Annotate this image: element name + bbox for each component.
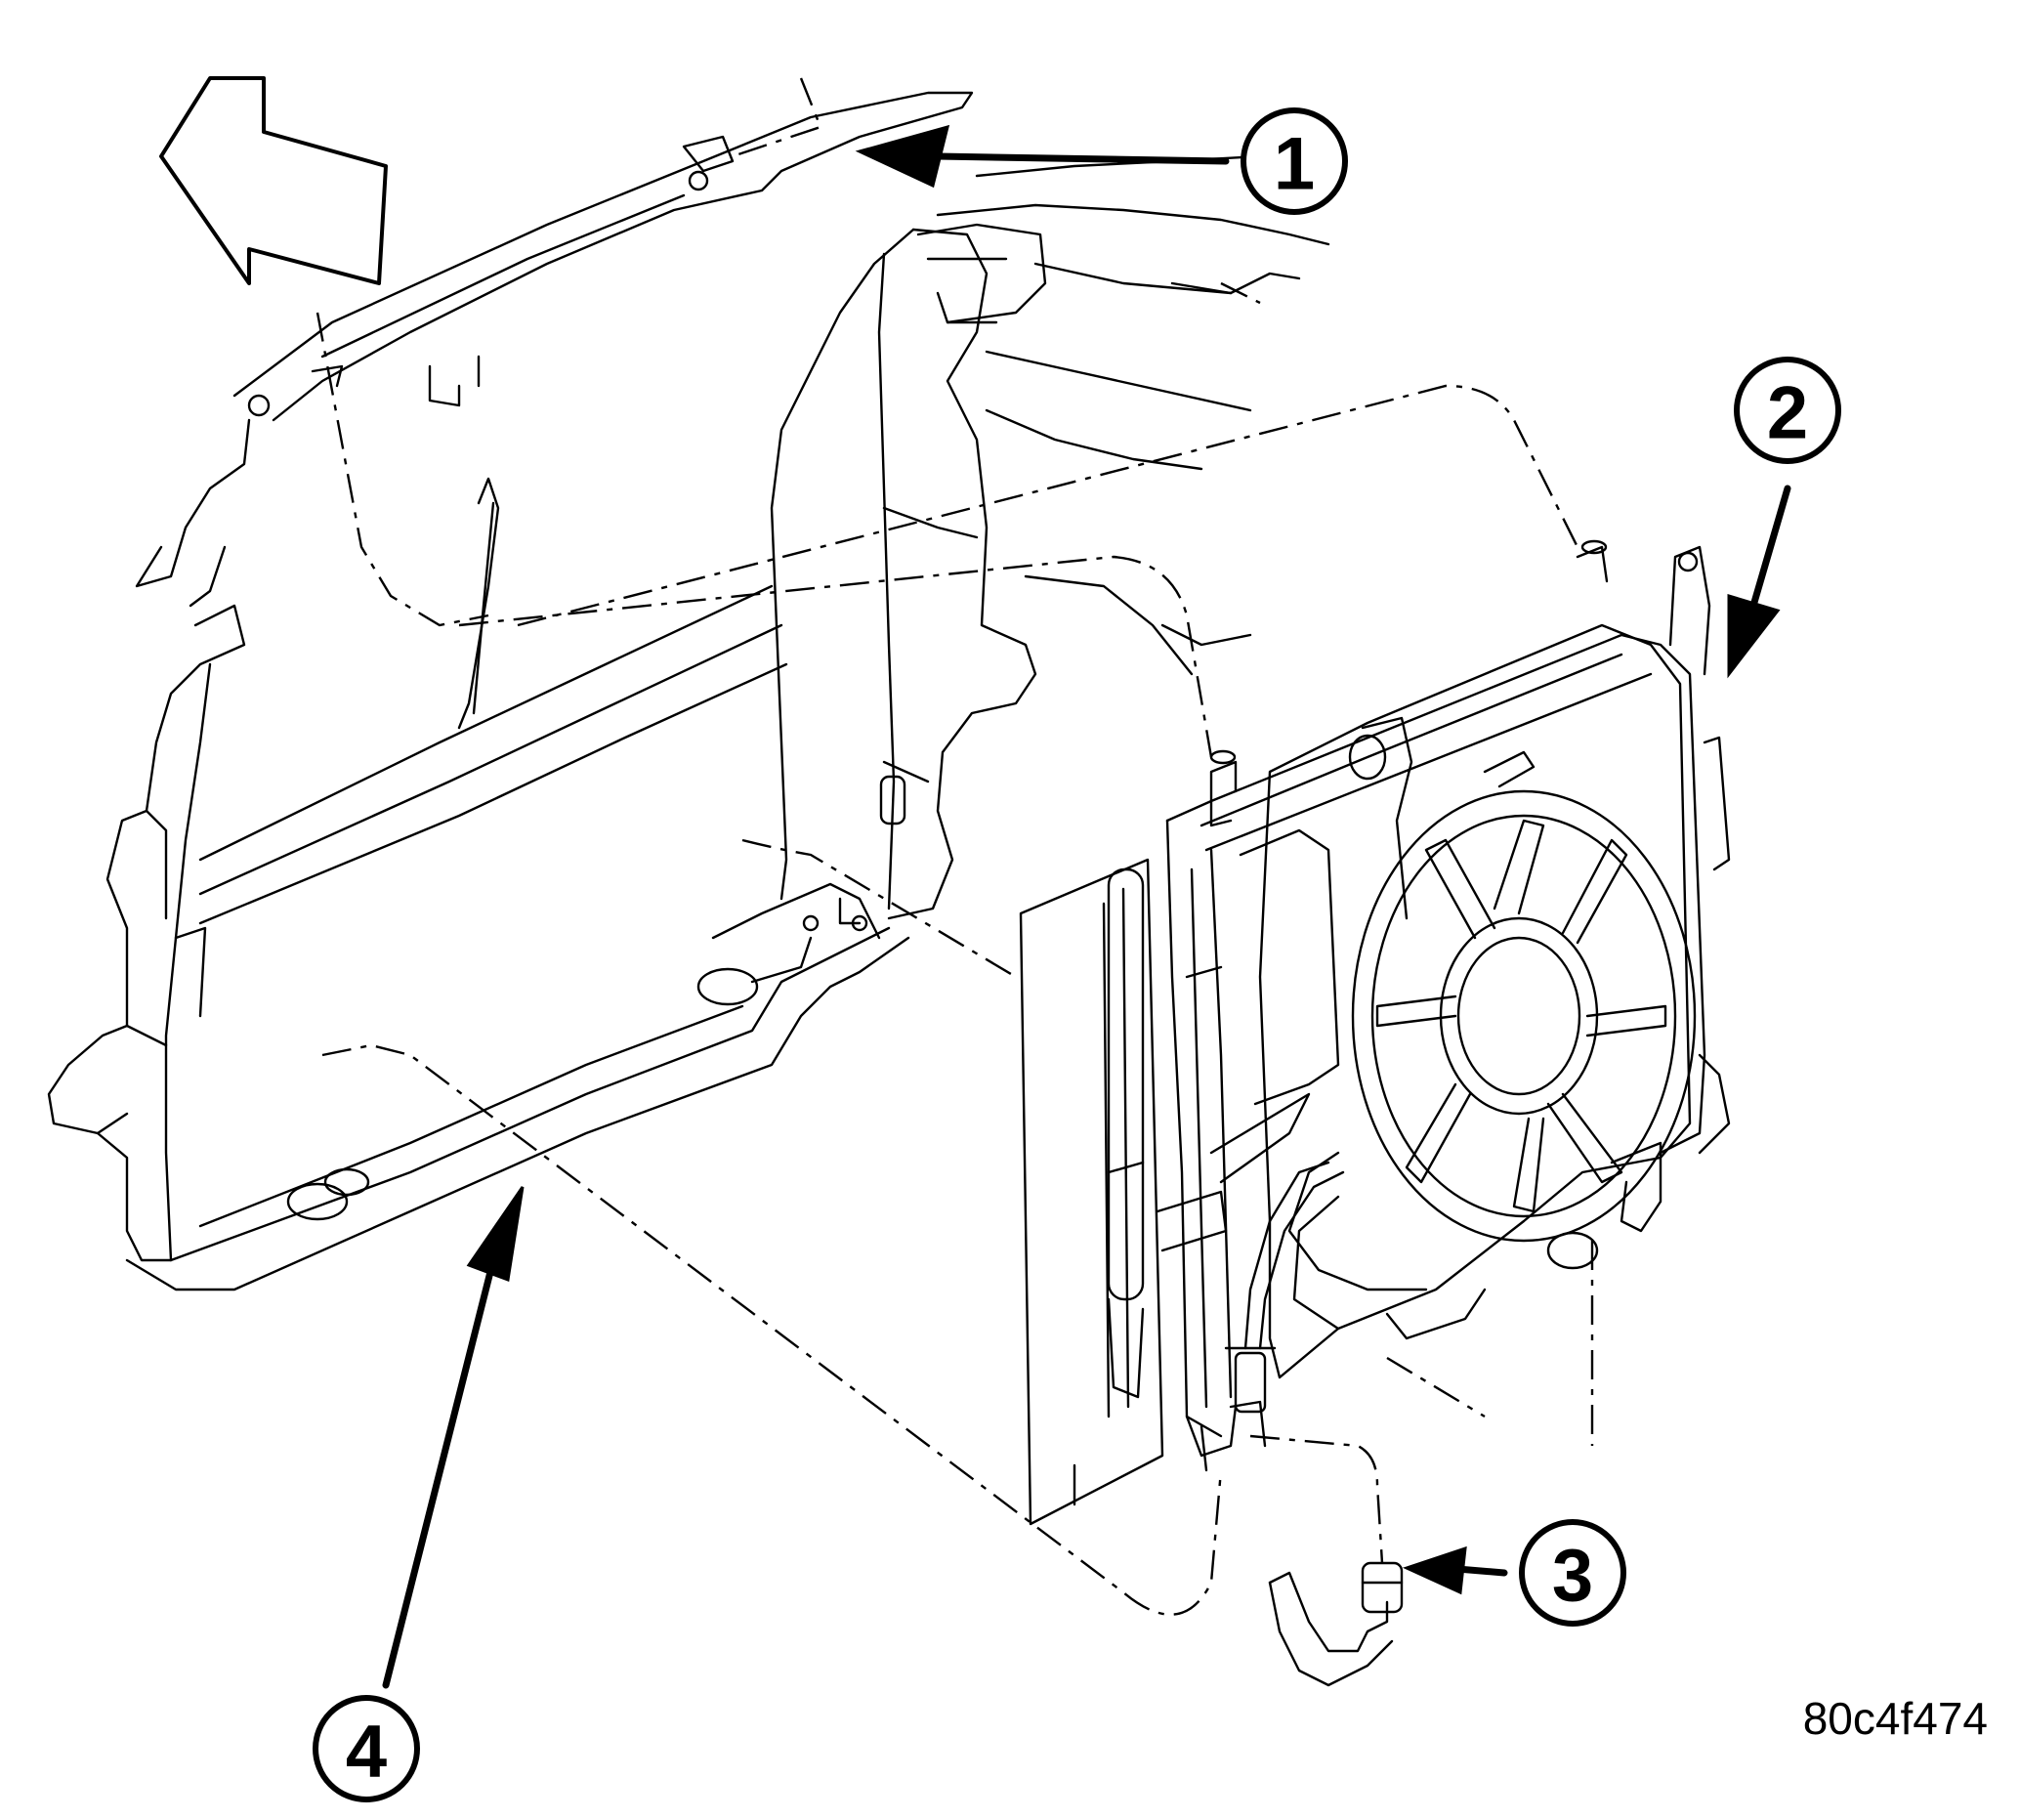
left-side-support [47,604,246,1262]
right-side-support [770,223,1047,920]
callout-1-label: 1 [1274,123,1315,206]
arrowhead-4-icon [466,1186,525,1283]
alignment-leader-lines [316,77,1594,1616]
callout-4-label: 4 [346,1711,387,1794]
middle-crossbar [198,477,788,925]
fan-wiring-harness [1224,1161,1345,1414]
arrowhead-1-icon [855,124,950,189]
upper-radiator-support [135,91,974,608]
callout-1: 1 [1241,107,1348,215]
callout-3-label: 3 [1552,1535,1593,1618]
cooling-fan-module [1258,623,1697,1379]
radiator [1156,539,1731,1472]
forward-direction-arrow-icon [159,76,388,285]
figure-code: 80c4f474 [1803,1693,1988,1744]
callout-2-label: 2 [1767,372,1808,455]
pointer-arrows [382,124,1791,1689]
callout-2: 2 [1734,357,1841,464]
arrowhead-3-icon [1402,1545,1467,1595]
callout-3: 3 [1519,1519,1626,1627]
lower-radiator-support [125,882,910,1291]
arrowhead-2-icon [1727,593,1781,679]
callout-4: 4 [313,1695,420,1802]
ac-condenser [1019,858,1164,1526]
engine-compartment-contours [936,154,1330,676]
harness-connector [1268,1561,1404,1687]
